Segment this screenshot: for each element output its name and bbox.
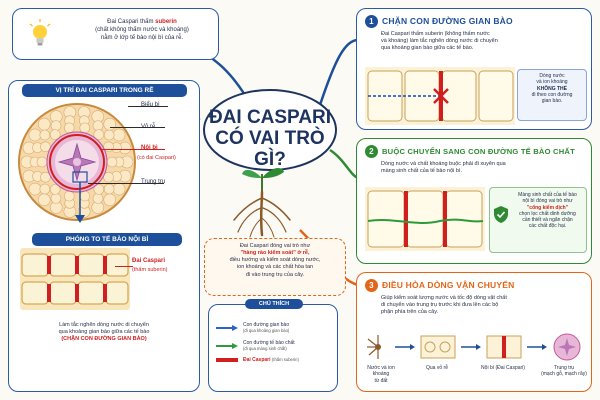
legend-item-apoplast: Con đường gian bào(đi qua khoảng gian bà…	[216, 322, 336, 335]
role-3-title: ĐIỀU HÒA DÒNG VẬN CHUYỂN	[382, 280, 515, 290]
zoom-label-sub: (thấm suberin)	[132, 267, 168, 273]
zoom-panel-header: PHÓNG TO TẾ BÀO NỘI BÌ	[32, 233, 182, 246]
role-1-cells-diagram	[365, 67, 515, 125]
flow-label-stele: Trung trụ(mạch gỗ, mạch rây)	[541, 365, 587, 378]
legend-title: CHÚ THÍCH	[245, 299, 303, 309]
role-2-cells-diagram	[365, 187, 485, 251]
endodermis-cells-diagram	[20, 248, 130, 310]
flow-label-cortex: Qua vỏ rễ	[426, 365, 448, 371]
intro-line1: Đai Caspari thấm	[107, 19, 156, 25]
label-cortex: Vỏ rễ	[141, 124, 156, 130]
green-arrow-icon	[216, 342, 238, 349]
intro-highlight: suberin	[155, 19, 177, 25]
legend-card: CHÚ THÍCH Con đường gian bào(đi qua khoả…	[208, 299, 338, 392]
red-band-icon	[216, 358, 238, 363]
legend-item-casparian: Đai Caspari (thấm suberin)	[216, 357, 336, 363]
role-card-3: 3 ĐIỀU HÒA DÒNG VẬN CHUYỂN Giúp kiểm soát…	[356, 272, 592, 392]
role-1-note: Dòng nước và ion khoáng KHÔNG THỂ đi the…	[517, 69, 587, 121]
legend-item-symplast: Con đường tế bào chất(đi qua màng sinh c…	[216, 340, 336, 353]
role-1-title: CHẶN CON ĐƯỜNG GIAN BÀO	[382, 16, 513, 26]
zoom-label: Đai Caspari	[132, 258, 166, 264]
label-epidermis: Biểu bì	[141, 102, 160, 108]
zoom-connector	[72, 171, 88, 223]
center-bubble	[203, 89, 337, 171]
shield-check-icon	[494, 206, 508, 223]
intro-line2: (chất không thấm nước và khoáng)	[95, 26, 189, 33]
root-cross-section-diagram	[18, 103, 136, 221]
center-title: ĐAI CASPARI CÓ VAI TRÒ GÌ?	[208, 107, 332, 170]
role-3-desc: Giúp kiểm soát lượng nước và tốc độ dòng…	[381, 295, 507, 316]
role-2-note: Màng sinh chất của tế bào nội bì đóng va…	[489, 187, 587, 253]
flow-label-endodermis: Nội bì (Đai Caspari)	[481, 365, 525, 371]
lightbulb-icon	[29, 19, 51, 46]
role-1-number: 1	[365, 15, 378, 28]
role-card-1: 1 CHẶN CON ĐƯỜNG GIAN BÀO Đai Caspari thấ…	[356, 8, 592, 130]
zoom-description: Làm tắc nghẽn dòng nước di chuyển qua kh…	[58, 322, 150, 343]
role-2-title: BUỘC CHUYỂN SANG CON ĐƯỜNG TẾ BÀO CHẤT	[382, 147, 575, 156]
label-stele: Trung trụ	[141, 179, 166, 185]
blue-arrow-icon	[216, 325, 238, 332]
position-panel-header: VỊ TRÍ ĐAI CASPARI TRONG RỄ	[22, 84, 187, 97]
role-2-desc: Dòng nước và chất khoáng buộc phải đi xu…	[381, 161, 506, 175]
role-1-desc: Đai Caspari thấm suberin (không thấm nướ…	[381, 31, 498, 52]
role-3-flow-diagram	[367, 333, 581, 361]
role-3-number: 3	[365, 279, 378, 292]
sprout-roots-illustration	[233, 168, 291, 238]
intro-line3: nằm ở lớp tế bào nội bì của rễ.	[100, 34, 184, 41]
role-2-number: 2	[365, 145, 378, 158]
intro-card: Đai Caspari thấm suberin (chất không thấ…	[12, 8, 219, 60]
label-endodermis-sub: (có đai Caspari)	[137, 155, 176, 161]
label-endodermis: Nội bì	[141, 145, 158, 151]
summary-card: Đai Caspari đóng vai trò như "hàng rào k…	[204, 238, 346, 296]
